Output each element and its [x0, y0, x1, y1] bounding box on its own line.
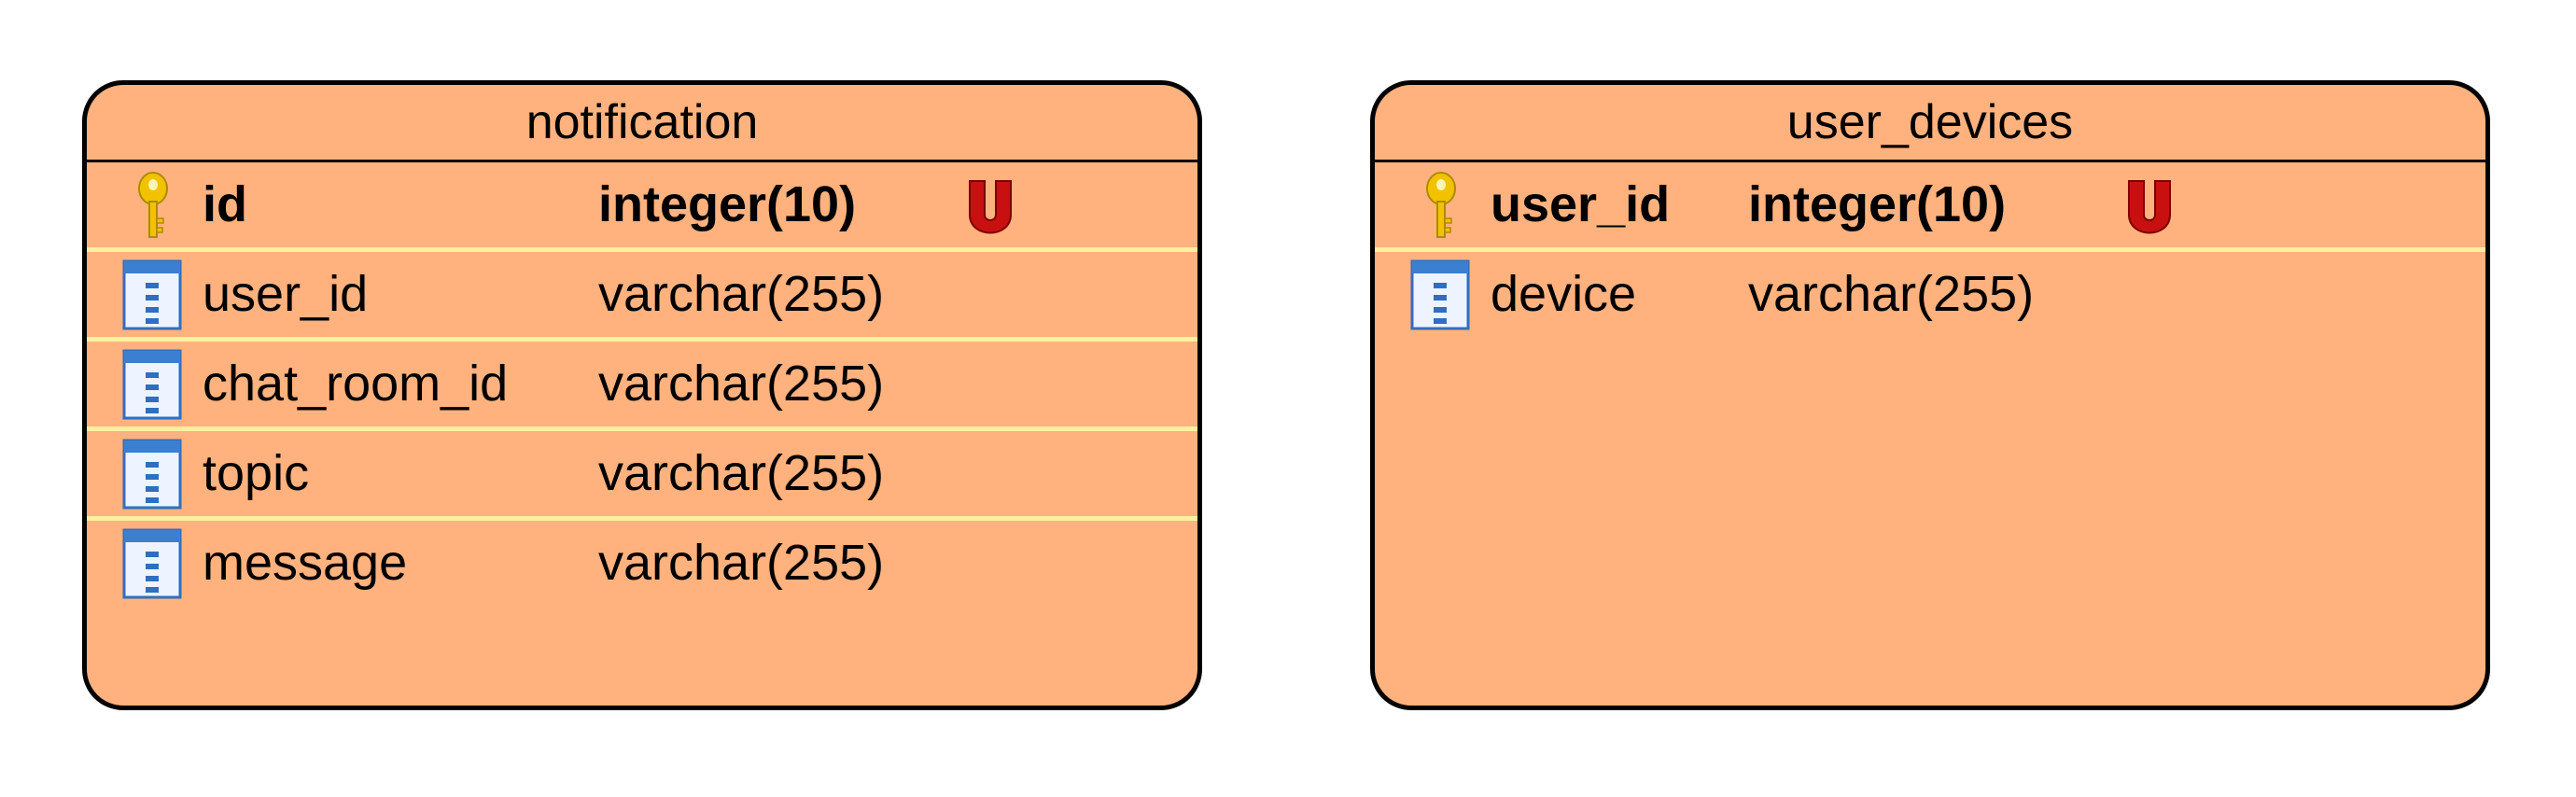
column-type: varchar(255) — [598, 266, 885, 322]
entity-user-devices[interactable]: user_devices user_id integer(10) — [1370, 80, 2490, 710]
column-type: integer(10) — [1748, 176, 2007, 232]
column-icon — [1408, 259, 1474, 334]
column-name: topic — [203, 445, 310, 501]
column-name: user_id — [1491, 176, 1671, 232]
column-type: integer(10) — [598, 176, 857, 232]
table-row[interactable]: topic varchar(255) — [87, 431, 1197, 521]
unique-badge — [964, 177, 1016, 239]
column-name: id — [203, 176, 247, 232]
unique-badge — [2123, 177, 2176, 239]
column-name: user_id — [203, 266, 369, 322]
table-row[interactable]: message varchar(255) — [87, 521, 1197, 606]
key-icon — [120, 170, 186, 245]
entity-title: user_devices — [1375, 85, 2485, 162]
column-icon — [120, 439, 186, 513]
column-type: varchar(255) — [1748, 266, 2035, 322]
table-row[interactable]: id integer(10) — [87, 162, 1197, 252]
table-row[interactable]: device varchar(255) — [1375, 252, 2485, 337]
table-row[interactable]: chat_room_id varchar(255) — [87, 342, 1197, 431]
column-type: varchar(255) — [598, 535, 885, 591]
column-name: device — [1491, 266, 1637, 322]
key-icon — [1408, 170, 1474, 245]
column-name: message — [203, 535, 408, 591]
entity-notification[interactable]: notification id integer(10) — [82, 80, 1202, 710]
column-name: chat_room_id — [203, 356, 509, 412]
entity-title: notification — [87, 85, 1197, 162]
table-row[interactable]: user_id varchar(255) — [87, 252, 1197, 342]
column-type: varchar(255) — [598, 356, 885, 412]
column-icon — [120, 528, 186, 603]
table-row[interactable]: user_id integer(10) — [1375, 162, 2485, 252]
column-type: varchar(255) — [598, 445, 885, 501]
column-icon — [120, 349, 186, 424]
column-icon — [120, 259, 186, 334]
